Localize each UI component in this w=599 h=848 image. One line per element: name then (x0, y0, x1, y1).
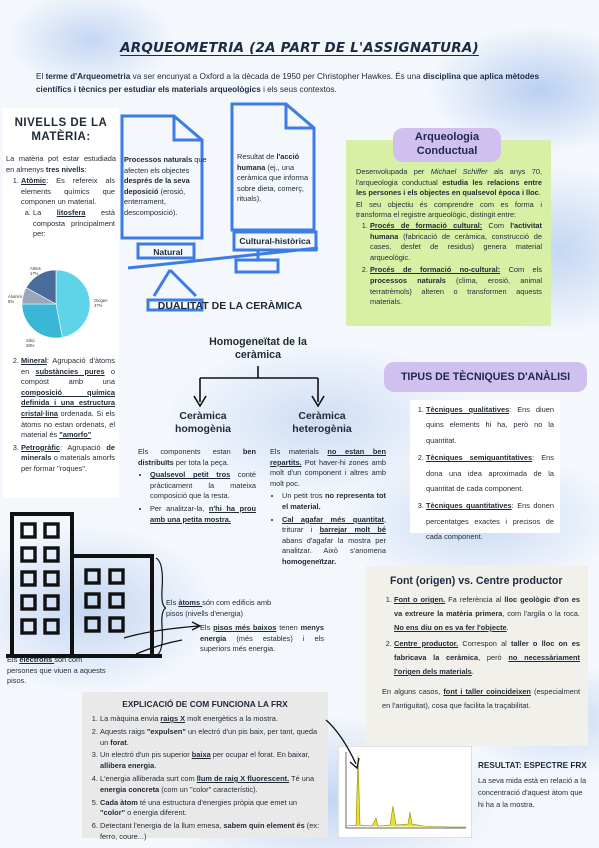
frx-step-6: Detectant l'energia de la llum emesa, sa… (100, 821, 320, 843)
arq-intro: Desenvolupada per Michael Schiffer als a… (356, 167, 543, 198)
ceramica-homogenia-title: Ceràmica homogènia (174, 410, 231, 435)
frx-title: EXPLICACIÓ DE COM FUNCIONA LA FRX (122, 699, 288, 709)
frx-step-2: Aquests raigs "expulsen" un electró d'un… (100, 727, 320, 749)
balance-leg-right (168, 268, 198, 298)
pie-label-altres: Altres (30, 266, 41, 271)
frx-step-3: Un electró d'un pis superior baixa per o… (100, 750, 320, 772)
font-centre-panel: Font (origen) vs. Centre productor Font … (366, 566, 588, 746)
cultural-document-outline (230, 102, 316, 232)
arq-list: Procés de formació cultural: Com l'activ… (356, 221, 542, 308)
nivell-litosfera: La litosfera està composta principalment… (33, 208, 115, 240)
nivell-petrografic: Petrogràfic: Agrupació de minerals o mat… (21, 443, 115, 475)
ceramica-homogenia-text: Els components estan ben distribuïts per… (138, 447, 256, 527)
pie-value-silici: 28% (26, 343, 35, 348)
pie-label-oxígen: Oxígen (94, 298, 108, 303)
nivell-atomic: Atòmic: Es refereix als elements químics… (21, 176, 115, 240)
ceramica-heterogenia-text: Els materials no estan ben repartits. Po… (270, 447, 386, 570)
tecnica-semiquantitativa: Tècniques semiquantitatives: Ens dona un… (426, 450, 554, 496)
arq-cultural-process: Procés de formació cultural: Com l'activ… (370, 221, 542, 263)
frx-explanation-panel: EXPLICACIÓ DE COM FUNCIONA LA FRX La màq… (82, 692, 328, 841)
tecnica-qualitativa: Tècniques qualitatives: Ens diuen quins … (426, 402, 554, 448)
cultural-process-text: Resultat de l'acció humana (ej., una cer… (237, 152, 309, 204)
balance-base (146, 298, 204, 312)
homogeneitat-title: Homogeneïtat de la ceràmica (209, 336, 307, 361)
page-title: ARQUEOMETRIA (2A PART DE L'ASSIGNATURA) (120, 40, 479, 56)
natural-process-text: Processos naturals que afecten els objec… (124, 155, 207, 217)
balance-leg-left (152, 269, 172, 297)
frx-step-4: L'energia alliberada surt com llum de ra… (100, 774, 320, 796)
frx-step-1: La màquina envia raigs X molt energètics… (100, 714, 320, 725)
building-icon (6, 512, 166, 658)
arqueologia-conductual-panel (346, 140, 551, 326)
tipus-tecniques-title: TIPUS DE TÈCNIQUES D'ANÀLISI (384, 362, 587, 392)
resultat-text: La seva mida està en relació a la concen… (478, 776, 587, 809)
pie-value-alumini: 8% (8, 299, 14, 304)
dualitat-diagram (120, 102, 319, 312)
natural-label: Natural (153, 247, 183, 257)
pie-slice-oxígen (55, 269, 91, 338)
pie-slice-altres (25, 269, 57, 305)
tecnica-quantitativa: Tècniques quantitatives: Ens donen perce… (426, 498, 554, 544)
pie-label-silici: Silici (26, 338, 35, 343)
intro-paragraph: El terme d'Arqueometria va ser encunyat … (36, 72, 540, 94)
nivell-mineral: Mineral: Agrupació d'àtoms en substàncie… (21, 356, 115, 441)
cultural-label: Cultural-històrica (239, 236, 311, 246)
electrons-analogy-text: Els electrons són com persones que viuen… (7, 655, 106, 686)
cultural-document-fold (284, 104, 314, 130)
nivells-list-continued: Mineral: Agrupació d'àtoms en substàncie… (3, 356, 119, 477)
frx-spectrum-image (338, 746, 472, 838)
frx-step-5: Cada àtom té una estructura d'energies p… (100, 798, 320, 820)
font-origen-item: Font o origen. Fa referència al lloc geo… (394, 593, 580, 635)
arqueologia-conductual-text: Desenvolupada per Michael Schiffer als a… (356, 167, 542, 310)
cultural-label-box (232, 230, 318, 252)
pie-value-oxígen: 47% (94, 303, 103, 308)
natural-label-box (136, 242, 196, 260)
nivells-list: Atòmic: Es refereix als elements químics… (3, 176, 119, 240)
building-arrows (123, 621, 202, 655)
font-taller-note: En alguns casos, font i taller coincidei… (382, 687, 580, 710)
pie-slice-silici (21, 303, 63, 339)
dualitat-caption: DUALITAT DE LA CERÀMICA (157, 300, 303, 312)
tipus-tecniques-panel: Tècniques qualitatives: Ens diuen quins … (410, 400, 560, 541)
heterogenia-point-2: Cal agafar més quantitat, triturar i bar… (282, 515, 386, 568)
heterogenia-point-1: Un petit tros no representa tot el mater… (282, 491, 386, 512)
nivells-lead: La matèria pot estar estudiada en almeny… (6, 154, 116, 174)
resultat-title: RESULTAT: ESPECTRE FRX (478, 761, 587, 770)
homogeneitat-arrows (193, 366, 325, 408)
ceramica-heterogenia-title: Ceràmica heterogènia (292, 410, 352, 435)
natural-document-fold (172, 116, 202, 142)
balance-right-block (234, 258, 280, 274)
arq-natural-process: Procés de formació no-cultural: Com els … (370, 265, 542, 307)
pie-value-altres: 17% (30, 271, 39, 276)
homogenia-point-1: Qualsevol petit tros conté pràcticament … (150, 470, 256, 502)
pie-label-alumini: Alumini (8, 294, 22, 299)
homogenia-point-2: Per analitzar-la, n'hi ha prou amb una p… (150, 504, 256, 525)
nivells-heading: NIVELLS DE LA MATÈRIA: (14, 117, 108, 143)
font-centre-title: Font (origen) vs. Centre productor (390, 575, 563, 587)
pisos-analogy-text: Els pisos més baixos tenen menys energia… (200, 623, 324, 654)
centre-productor-item: Centre productor. Correspon al taller o … (394, 637, 580, 679)
arq-objective: El seu objectiu és comprendre com es for… (356, 199, 542, 220)
spectrum-arrow (325, 719, 360, 770)
atoms-analogy-text: Els àtoms són com edificis amb pisos (ni… (166, 598, 272, 618)
arqueologia-conductual-title: Arqueologia Conductual (393, 128, 501, 162)
natural-document-outline (120, 114, 204, 240)
